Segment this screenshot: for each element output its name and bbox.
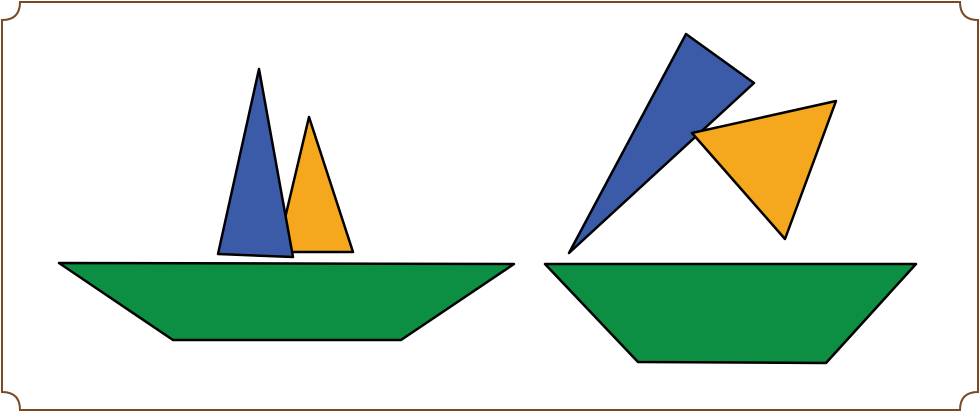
boat-right bbox=[545, 34, 916, 363]
boat-left bbox=[59, 69, 514, 340]
right-green-hull bbox=[545, 264, 916, 363]
left-blue-sail bbox=[218, 69, 293, 257]
left-green-hull bbox=[59, 263, 514, 340]
